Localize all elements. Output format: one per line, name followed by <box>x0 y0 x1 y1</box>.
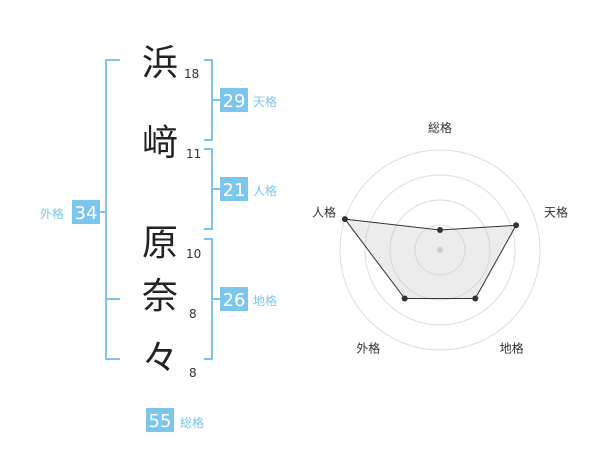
chikaku-bracket <box>204 238 220 360</box>
jinkaku-badge: 21 人格 <box>220 177 277 201</box>
radar-polygon <box>343 218 517 299</box>
radar-axis-label-3: 地格 <box>500 341 524 356</box>
radar-axis-label-1: 総格 <box>428 120 452 135</box>
radar-axis-label-4: 外格 <box>356 341 380 356</box>
jinkaku-bracket <box>204 148 220 230</box>
tenkaku-value: 29 <box>223 91 246 112</box>
radar-point-1 <box>437 227 443 233</box>
radar-point-2 <box>513 222 520 229</box>
radar-point-4 <box>401 295 408 302</box>
gaikaku-value: 34 <box>75 203 98 224</box>
jinkaku-value: 21 <box>223 180 246 201</box>
stroke-count-4: 8 <box>189 307 197 321</box>
soukaku-value: 55 <box>149 411 172 432</box>
jinkaku-label: 人格 <box>253 183 277 198</box>
gaikaku-bracket <box>100 59 120 360</box>
soukaku-label: 総格 <box>180 415 204 430</box>
char-4: 奈 <box>142 276 178 317</box>
gaikaku-badge: 外格 34 <box>40 200 100 224</box>
radar-axis-label-5: 人格 <box>312 204 336 219</box>
radar-ring-1 <box>414 224 466 276</box>
chikaku-label: 地格 <box>253 293 277 308</box>
soukaku-badge: 55 総格 <box>146 408 204 432</box>
tenkaku-badge: 29 天格 <box>220 88 277 112</box>
radar-ring-3 <box>364 174 516 326</box>
char-5: 々 <box>142 338 178 379</box>
tenkaku-label: 天格 <box>253 94 277 109</box>
radar-point-3 <box>472 295 479 302</box>
gaikaku-label: 外格 <box>40 206 64 221</box>
name-characters: 浜 18 﨑 11 原 10 奈 8 々 8 <box>142 43 201 380</box>
chikaku-value: 26 <box>223 290 246 311</box>
chikaku-badge: 26 地格 <box>220 287 277 311</box>
stroke-count-2: 11 <box>186 147 201 161</box>
stroke-count-3: 10 <box>186 247 201 261</box>
radar-center <box>437 247 443 253</box>
radar-ring-2 <box>389 199 491 301</box>
radar-ring-4 <box>339 149 541 351</box>
stroke-count-1: 18 <box>184 67 199 81</box>
radar-axis-label-2: 天格 <box>544 204 568 219</box>
char-1: 浜 <box>142 43 178 84</box>
brackets <box>100 59 220 360</box>
char-2: 﨑 <box>142 123 178 164</box>
radar-point-5 <box>341 216 348 223</box>
stroke-count-5: 8 <box>189 366 197 380</box>
char-3: 原 <box>142 223 178 264</box>
tenkaku-bracket <box>204 59 220 141</box>
